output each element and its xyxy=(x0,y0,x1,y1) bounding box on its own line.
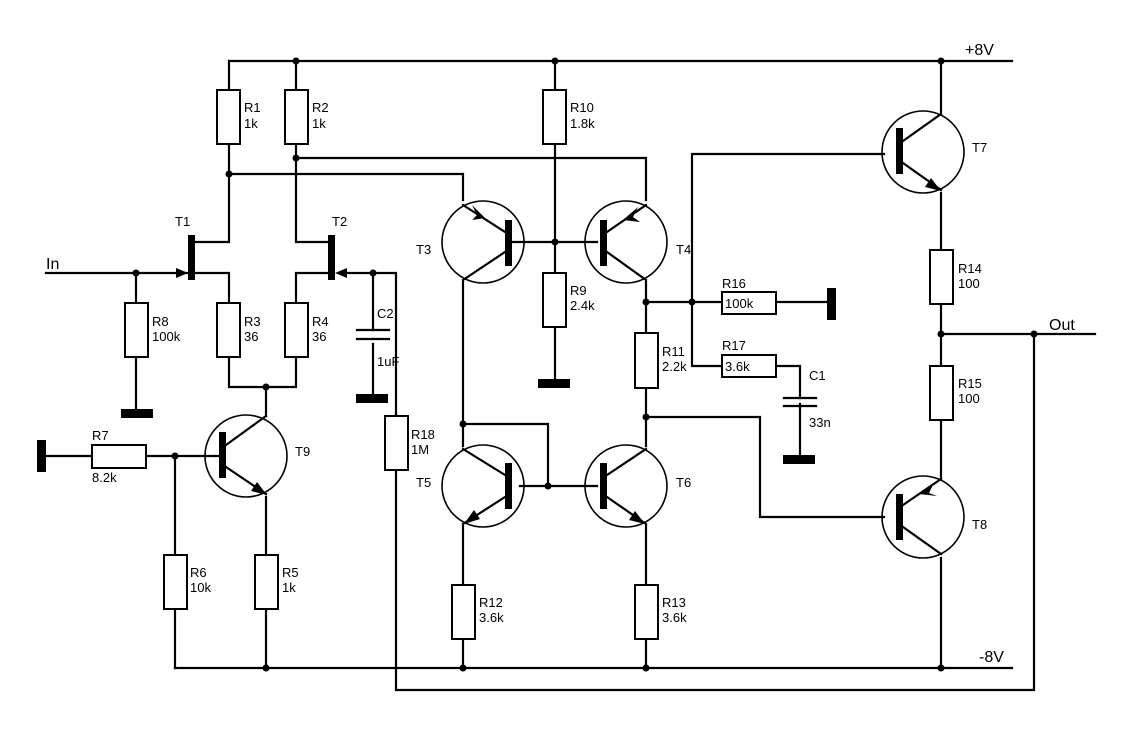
r2-id: R2 xyxy=(312,100,329,115)
t8-id: T8 xyxy=(972,517,987,532)
resistor-r18 xyxy=(384,415,409,471)
r1-value: 1k xyxy=(244,116,258,131)
c1-id: C1 xyxy=(809,368,826,383)
r10-id: R10 xyxy=(570,100,594,115)
ground-icon xyxy=(37,440,46,472)
r10-value: 1.8k xyxy=(570,116,595,131)
output-label: Out xyxy=(1049,317,1075,334)
r16-value: 100k xyxy=(725,296,754,311)
transistor-t5 xyxy=(441,444,525,528)
r13-id: R13 xyxy=(662,595,686,610)
capacitor-c1 xyxy=(782,396,818,408)
r12-id: R12 xyxy=(479,595,503,610)
resistor-r10 xyxy=(542,89,567,145)
resistor-r5 xyxy=(254,554,279,610)
r5-id: R5 xyxy=(282,565,299,580)
t5-id: T5 xyxy=(416,475,431,490)
feedback-wire xyxy=(394,332,1036,692)
r6-id: R6 xyxy=(190,565,207,580)
resistor-r2 xyxy=(284,89,309,145)
resistor-r17 xyxy=(721,354,777,378)
t4-id: T4 xyxy=(676,242,691,257)
resistor-r14 xyxy=(929,249,954,305)
r18-value: 1M xyxy=(411,442,429,457)
r15-id: R15 xyxy=(958,376,982,391)
t6-id: T6 xyxy=(676,475,691,490)
labels: +8V -8V In Out R1 1k R2 1k R3 36 R4 36 R… xyxy=(46,42,1075,666)
resistor-r3 xyxy=(216,302,241,358)
r1-id: R1 xyxy=(244,100,261,115)
transistor-t9 xyxy=(204,414,288,498)
vpos-label: +8V xyxy=(965,42,994,59)
r4-id: R4 xyxy=(312,314,329,329)
resistor-r11 xyxy=(634,332,659,389)
r11-id: R11 xyxy=(662,344,685,359)
r6-value: 10k xyxy=(190,580,211,595)
resistor-r12 xyxy=(451,584,476,640)
r9-value: 2.4k xyxy=(570,298,595,313)
t9-id: T9 xyxy=(295,444,310,459)
t2-id: T2 xyxy=(332,214,347,229)
r9-id: R9 xyxy=(570,283,587,298)
resistor-r1 xyxy=(216,89,241,145)
t3-id: T3 xyxy=(416,242,431,257)
r8-value: 100k xyxy=(152,329,181,344)
t1-id: T1 xyxy=(175,214,190,229)
r7-value: 8.2k xyxy=(92,470,117,485)
r15-value: 100 xyxy=(958,391,980,406)
ground-icon xyxy=(827,288,836,320)
r2-value: 1k xyxy=(312,116,326,131)
resistor-r7 xyxy=(91,444,147,469)
r17-id: R17 xyxy=(722,338,746,353)
transistor-t4 xyxy=(584,200,668,284)
r3-value: 36 xyxy=(244,329,258,344)
ground-icon xyxy=(538,379,570,388)
transistor-t3 xyxy=(441,200,525,284)
jfet-t1 xyxy=(176,235,195,280)
transistor-t8 xyxy=(881,475,965,559)
ground-icon xyxy=(783,455,815,464)
transistor-t7 xyxy=(881,110,965,194)
junctions xyxy=(132,57,1038,672)
transistor-t6 xyxy=(584,444,668,528)
resistor-r6 xyxy=(163,554,188,610)
resistor-r13 xyxy=(634,584,659,640)
c2-value: 1uF xyxy=(377,354,399,369)
ground-icon xyxy=(356,394,388,403)
r12-value: 3.6k xyxy=(479,610,504,625)
ground-symbols xyxy=(37,288,836,472)
r14-value: 100 xyxy=(958,276,980,291)
resistor-r8 xyxy=(124,302,149,358)
r16-id: R16 xyxy=(722,276,746,291)
t7-id: T7 xyxy=(972,140,987,155)
r5-value: 1k xyxy=(282,580,296,595)
c2-id: C2 xyxy=(377,306,394,321)
r17-value: 3.6k xyxy=(725,359,750,374)
ground-icon xyxy=(121,409,153,418)
input-label: In xyxy=(46,256,59,273)
vneg-label: -8V xyxy=(979,649,1004,666)
resistor-r4 xyxy=(284,302,309,358)
r13-value: 3.6k xyxy=(662,610,687,625)
r3-id: R3 xyxy=(244,314,261,329)
resistor-r15 xyxy=(929,365,954,421)
resistor-r16 xyxy=(721,291,777,315)
capacitor-c2 xyxy=(355,328,391,341)
c1-value: 33n xyxy=(809,415,831,430)
jfet-t2 xyxy=(328,235,347,280)
r7-id: R7 xyxy=(92,428,109,443)
r18-id: R18 xyxy=(411,427,435,442)
resistor-r9 xyxy=(542,272,567,328)
r14-id: R14 xyxy=(958,261,982,276)
r8-id: R8 xyxy=(152,314,169,329)
r4-value: 36 xyxy=(312,329,326,344)
resistor-bodies xyxy=(91,89,954,640)
r11-value: 2.2k xyxy=(662,359,687,374)
capacitors xyxy=(355,328,818,408)
